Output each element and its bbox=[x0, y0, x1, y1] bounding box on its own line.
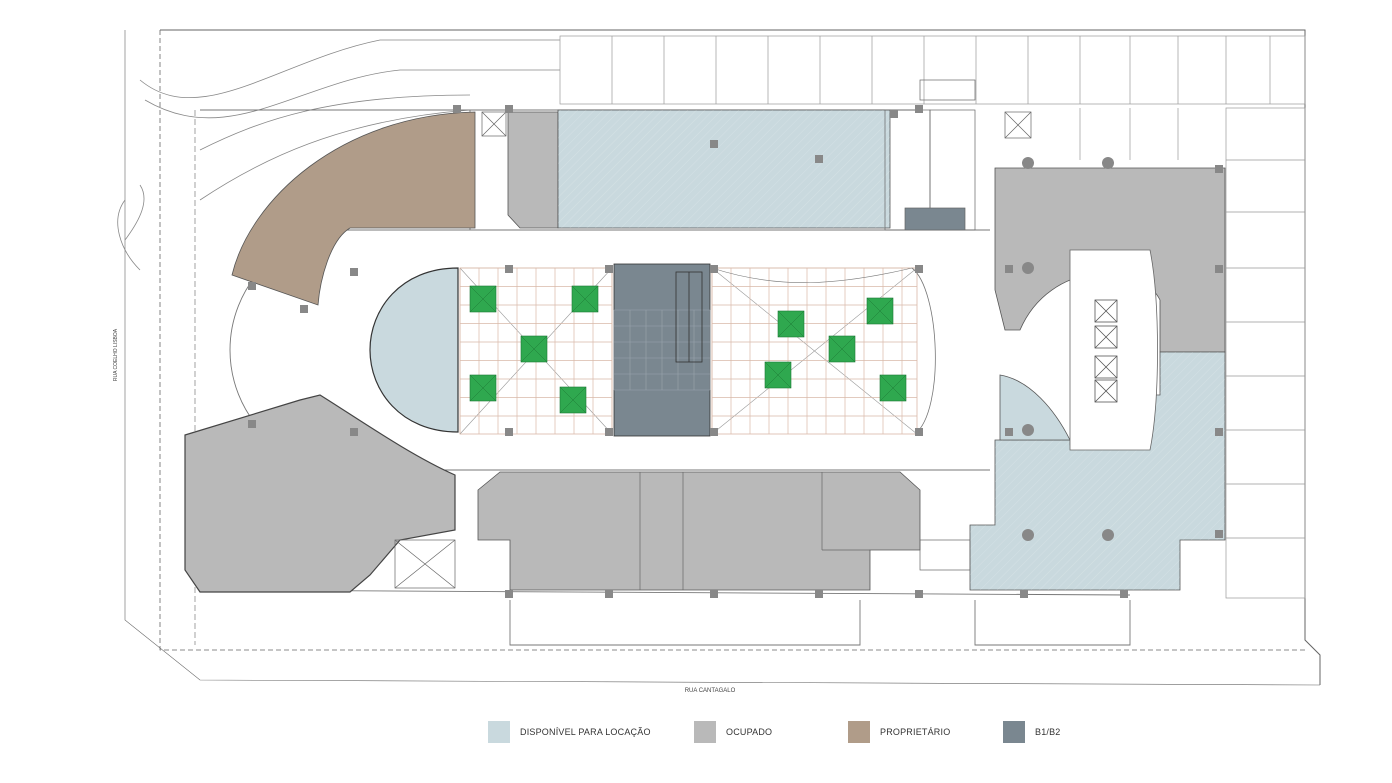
legend-swatch-b1b2 bbox=[1003, 721, 1025, 743]
legend-swatch-available bbox=[488, 721, 510, 743]
legend-owner: PROPRIETÁRIO bbox=[848, 721, 950, 743]
legend-swatch-owner bbox=[848, 721, 870, 743]
service-core bbox=[1069, 249, 1158, 451]
street-label-left: RUA COELHO LISBOA bbox=[113, 328, 119, 381]
legend-occupied: OCUPADO bbox=[694, 721, 772, 743]
store-available-4 bbox=[369, 267, 459, 433]
legend-available: DISPONÍVEL PARA LOCAÇÃO bbox=[488, 721, 651, 743]
access-ramp bbox=[117, 39, 560, 271]
service-rooms bbox=[394, 79, 1032, 589]
legend-label-b1b2: B1/B2 bbox=[1035, 727, 1061, 737]
legend-b1b2: B1/B2 bbox=[1003, 721, 1061, 743]
legend-label-available: DISPONÍVEL PARA LOCAÇÃO bbox=[520, 727, 651, 737]
parking-grid-right bbox=[1079, 107, 1306, 599]
store-occupied-2 bbox=[184, 394, 456, 593]
structural-columns bbox=[248, 105, 1223, 598]
store-occupied-1 bbox=[507, 111, 559, 229]
legend-label-owner: PROPRIETÁRIO bbox=[880, 727, 951, 737]
store-occupied-3 bbox=[477, 471, 921, 591]
store-owner bbox=[231, 111, 476, 306]
parking-grid-top bbox=[559, 35, 1306, 105]
green-tiles bbox=[469, 285, 907, 414]
street-label-bottom: RUA CANTAGALO bbox=[685, 688, 736, 694]
legend-swatch-occupied bbox=[694, 721, 716, 743]
legend-label-occupied: OCUPADO bbox=[726, 727, 773, 737]
